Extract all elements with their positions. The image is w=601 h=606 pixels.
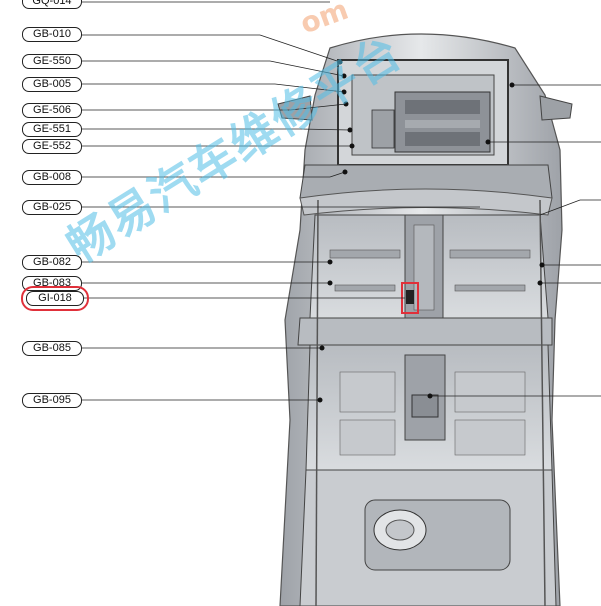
callout-ge-550: GE-550: [22, 54, 82, 69]
callout-gb-083: GB-083: [22, 276, 82, 291]
callout-gb-005: GB-005: [22, 77, 82, 92]
ground-points: [317, 59, 545, 403]
right-mirror: [539, 95, 573, 121]
callout-gq-014: GQ-014: [22, 0, 82, 9]
leader-lines: [77, 1, 601, 401]
middle-cross-member: [297, 317, 553, 346]
callout-ge-552: GE-552: [22, 139, 82, 154]
left-mirror: [277, 95, 313, 121]
callout-gb-025: GB-025: [22, 200, 82, 215]
callout-ge-506: GE-506: [22, 103, 82, 118]
engine-block: [371, 91, 491, 153]
callout-gb-095: GB-095: [22, 393, 82, 408]
callout-gb-008: GB-008: [22, 170, 82, 185]
callout-ge-551: GE-551: [22, 122, 82, 137]
callout-gb-010: GB-010: [22, 27, 82, 42]
callout-gi-018: GI-018: [21, 286, 89, 311]
callout-gb-082: GB-082: [22, 255, 82, 270]
callout-gb-085: GB-085: [22, 341, 82, 356]
